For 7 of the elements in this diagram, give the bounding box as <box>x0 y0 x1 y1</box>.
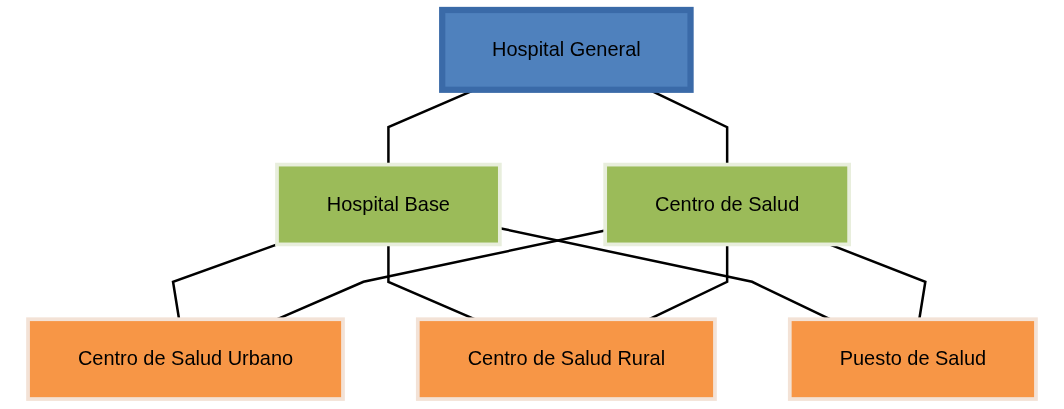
node-box: Centro de Salud <box>603 162 851 247</box>
node-box: Centro de Salud Urbano <box>26 317 345 401</box>
node-box: Puesto de Salud <box>787 317 1038 401</box>
connector <box>171 243 278 320</box>
node-box: Hospital General <box>439 6 694 93</box>
node-box: Hospital Base <box>275 162 502 247</box>
node-box: Centro de Salud Rural <box>415 317 717 401</box>
